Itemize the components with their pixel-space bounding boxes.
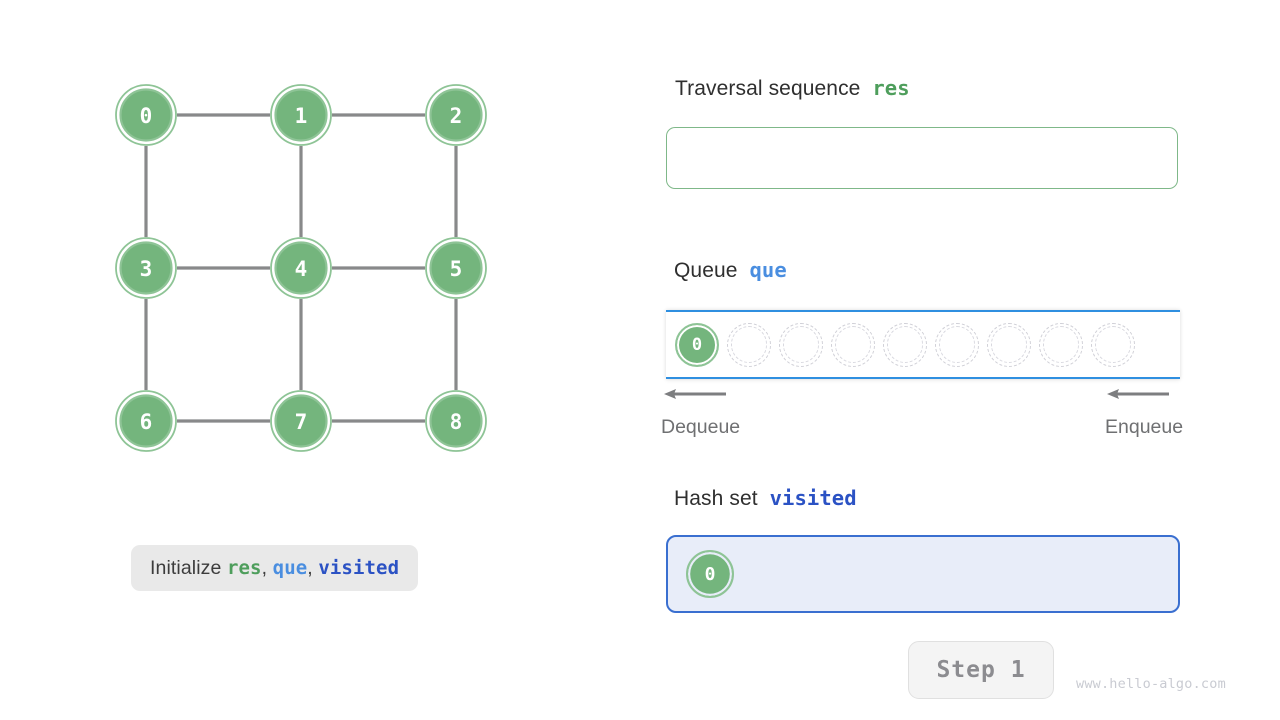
- graph-node-label: 0: [140, 104, 153, 128]
- graph-node-ring: [115, 237, 177, 299]
- graph-node[interactable]: 1: [270, 84, 332, 146]
- graph-node-ring: [115, 390, 177, 452]
- queue-slot-empty: [987, 322, 1031, 367]
- graph-node-label: 7: [295, 410, 308, 434]
- queue-arrow-row: [620, 386, 1280, 406]
- graph-node-circle: [119, 241, 173, 295]
- watermark: www.hello-algo.com: [1076, 676, 1226, 692]
- queue-slot-empty: [1091, 322, 1135, 367]
- graph-node[interactable]: 3: [115, 237, 177, 299]
- graph-node-ring: [115, 84, 177, 146]
- res-title-prefix: Traversal sequence: [675, 77, 861, 100]
- graph-node-circle: [274, 88, 328, 142]
- graph-node-circle: [119, 394, 173, 448]
- graph-node[interactable]: 0: [115, 84, 177, 146]
- arrow-left-icon-dequeue: [664, 389, 726, 399]
- right-panel: Traversal sequence res Queue que 0 Deque…: [620, 0, 1280, 720]
- visited-title-var: visited: [769, 486, 857, 510]
- graph-node-ring: [270, 390, 332, 452]
- graph-node[interactable]: 2: [425, 84, 487, 146]
- graph-node-ring: [425, 84, 487, 146]
- graph-node-label: 5: [450, 257, 463, 281]
- queue-slot-empty: [727, 322, 771, 367]
- visited-section-title: Hash set visited: [674, 486, 857, 511]
- enqueue-label: Enqueue: [1105, 416, 1184, 438]
- graph-svg: 0 1 2 3 4 5 6 7 8: [115, 84, 487, 452]
- graph-node-label: 3: [140, 257, 153, 281]
- graph-node-label: 1: [295, 104, 308, 128]
- graph-node[interactable]: 8: [425, 390, 487, 452]
- graph-node-layer: 0 1 2 3 4 5 6 7 8: [115, 84, 487, 452]
- res-container: [666, 127, 1178, 189]
- graph-node-label: 4: [295, 257, 308, 281]
- queue-title-prefix: Queue: [674, 259, 738, 282]
- queue-section-title: Queue que: [674, 258, 787, 283]
- caption-comma-2: ,: [307, 556, 313, 579]
- queue-slot-filled: 0: [675, 322, 719, 367]
- graph-node[interactable]: 4: [270, 237, 332, 299]
- graph-node[interactable]: 7: [270, 390, 332, 452]
- graph-node-circle: [274, 394, 328, 448]
- queue-slot-empty: [831, 322, 875, 367]
- caption-pill: Initialize res , que , visited: [131, 545, 419, 591]
- visited-container: 0: [666, 535, 1180, 613]
- graph-node-circle: [429, 241, 483, 295]
- queue-slot-empty: [1039, 322, 1083, 367]
- graph-node-ring: [270, 84, 332, 146]
- graph-node[interactable]: 5: [425, 237, 487, 299]
- graph-node-circle: [429, 394, 483, 448]
- step-indicator: Step 1: [908, 641, 1054, 699]
- queue-slot-empty: [779, 322, 823, 367]
- visited-title-prefix: Hash set: [674, 487, 758, 510]
- caption-comma-1: ,: [261, 556, 268, 579]
- graph-node-circle: [274, 241, 328, 295]
- queue-title-var: que: [749, 258, 787, 282]
- arrow-left-icon-enqueue: [1107, 389, 1169, 399]
- graph-node-ring: [425, 390, 487, 452]
- queue-container: 0: [666, 310, 1180, 379]
- graph-node-ring: [270, 237, 332, 299]
- res-section-title: Traversal sequence res: [675, 76, 910, 101]
- caption-var-res: res: [226, 557, 262, 579]
- caption-prefix: Initialize: [150, 556, 222, 579]
- res-title-var: res: [872, 76, 910, 100]
- graph-node-circle: [119, 88, 173, 142]
- queue-slot-empty: [883, 322, 927, 367]
- caption-var-que: que: [272, 557, 308, 579]
- graph-node-label: 6: [140, 410, 153, 434]
- graph-node-label: 2: [450, 104, 463, 128]
- graph-node[interactable]: 6: [115, 390, 177, 452]
- graph-node-label: 8: [450, 410, 463, 434]
- graph-edge-layer: [144, 113, 458, 423]
- graph-node-ring: [425, 237, 487, 299]
- visited-item: 0: [686, 550, 734, 598]
- graph-panel: 0 1 2 3 4 5 6 7 8: [0, 0, 620, 720]
- graph-node-circle: [429, 88, 483, 142]
- dequeue-label: Dequeue: [661, 416, 741, 438]
- queue-slot-empty: [935, 322, 979, 367]
- caption-var-visited: visited: [318, 557, 400, 579]
